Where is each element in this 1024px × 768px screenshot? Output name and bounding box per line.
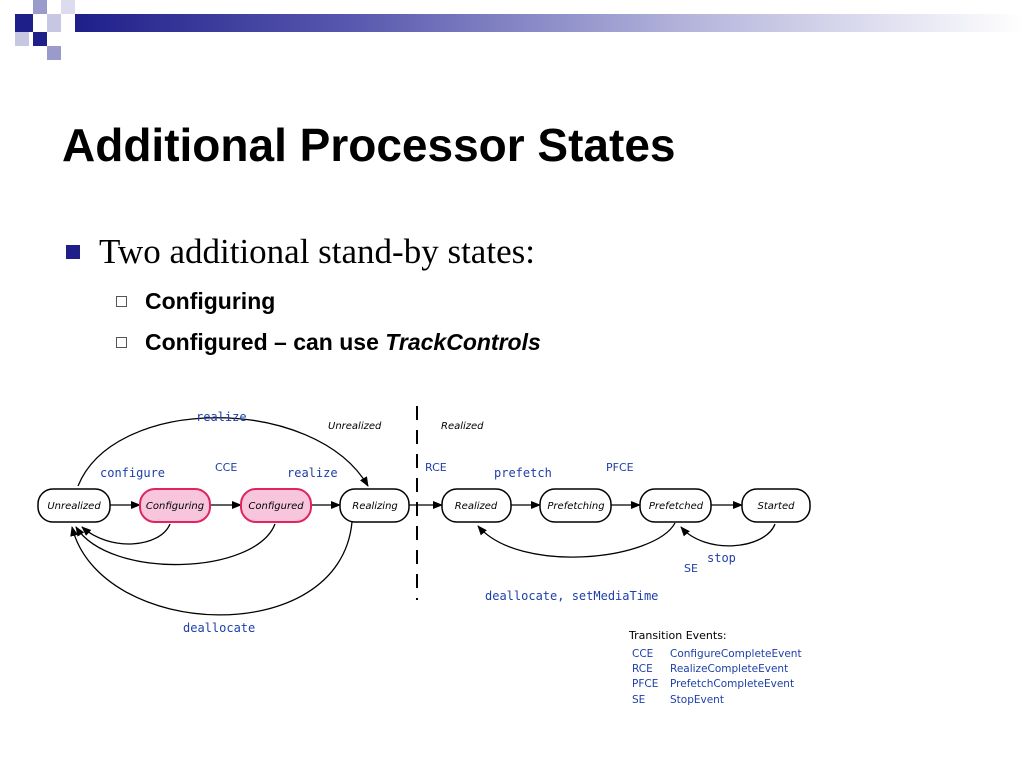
sub-bullet-text: Configured – can use (145, 329, 386, 355)
event-label-se: SE (684, 562, 698, 575)
event-label-stop: stop (707, 551, 736, 565)
state-realizing: Realizing (339, 488, 410, 523)
event-label-deallocate: deallocate (183, 621, 255, 635)
legend-name: ConfigureCompleteEvent (670, 648, 802, 660)
state-configured: Configured (240, 488, 312, 523)
region-label-unrealized: Unrealized (328, 421, 382, 432)
state-realized: Realized (441, 488, 512, 523)
transition-deallocate (70, 521, 353, 616)
legend-abbr: CCE (632, 648, 653, 660)
state-label: Prefetching (547, 501, 604, 512)
event-label-realize: realize (287, 466, 338, 480)
event-label-rce: RCE (425, 461, 447, 474)
legend-title: Transition Events: (628, 629, 727, 642)
state-label: Configured (248, 501, 304, 512)
transition-back-from-configured (75, 523, 276, 566)
state-label: Unrealized (47, 501, 101, 512)
legend-abbr: PFCE (632, 678, 658, 690)
state-label: Prefetched (649, 501, 704, 512)
sub-bullet-italic-text: TrackControls (385, 329, 541, 355)
sub-bullet-configuring: Configuring (116, 288, 275, 315)
event-label-realize-top: realize (196, 410, 247, 424)
bullet-text: Two additional stand-by states: (99, 232, 535, 271)
transition-deallocate-setmediatime (477, 522, 676, 558)
transition-back-from-configuring (81, 523, 171, 545)
slide-title: Additional Processor States (62, 119, 676, 171)
state-label: Realized (455, 501, 498, 512)
legend-abbr: RCE (632, 663, 653, 675)
state-label: Realizing (352, 501, 398, 512)
legend-name: RealizeCompleteEvent (670, 663, 788, 675)
state-started: Started (741, 488, 811, 523)
hollow-square-bullet-icon (116, 337, 127, 348)
event-label-cce: CCE (215, 461, 237, 474)
state-label: Started (758, 501, 796, 512)
bullet-item: Two additional stand-by states: (66, 232, 535, 272)
sub-bullet-configured: Configured – can use TrackControls (116, 329, 541, 356)
square-bullet-icon (66, 245, 80, 259)
event-label-pfce: PFCE (606, 461, 634, 474)
legend-name: PrefetchCompleteEvent (670, 678, 794, 690)
state-label: Configuring (146, 501, 204, 512)
event-label-configure: configure (100, 466, 165, 480)
event-label-prefetch: prefetch (494, 466, 552, 480)
legend-name: StopEvent (670, 694, 724, 706)
transition-events-legend: Transition Events: CCE ConfigureComplete… (628, 629, 802, 706)
state-unrealized: Unrealized (37, 488, 111, 523)
state-configuring: Configuring (139, 488, 211, 523)
hollow-square-bullet-icon (116, 296, 127, 307)
legend-abbr: SE (632, 694, 645, 706)
state-prefetched: Prefetched (639, 488, 712, 523)
transition-realize-top (77, 417, 369, 487)
transition-stop (680, 523, 776, 547)
header-gradient-band (75, 14, 1024, 32)
sub-bullet-text: Configuring (145, 288, 276, 314)
event-label-deallocate-setmediatime: deallocate, setMediaTime (485, 589, 658, 603)
region-label-realized: Realized (441, 421, 484, 432)
state-prefetching: Prefetching (539, 488, 612, 523)
